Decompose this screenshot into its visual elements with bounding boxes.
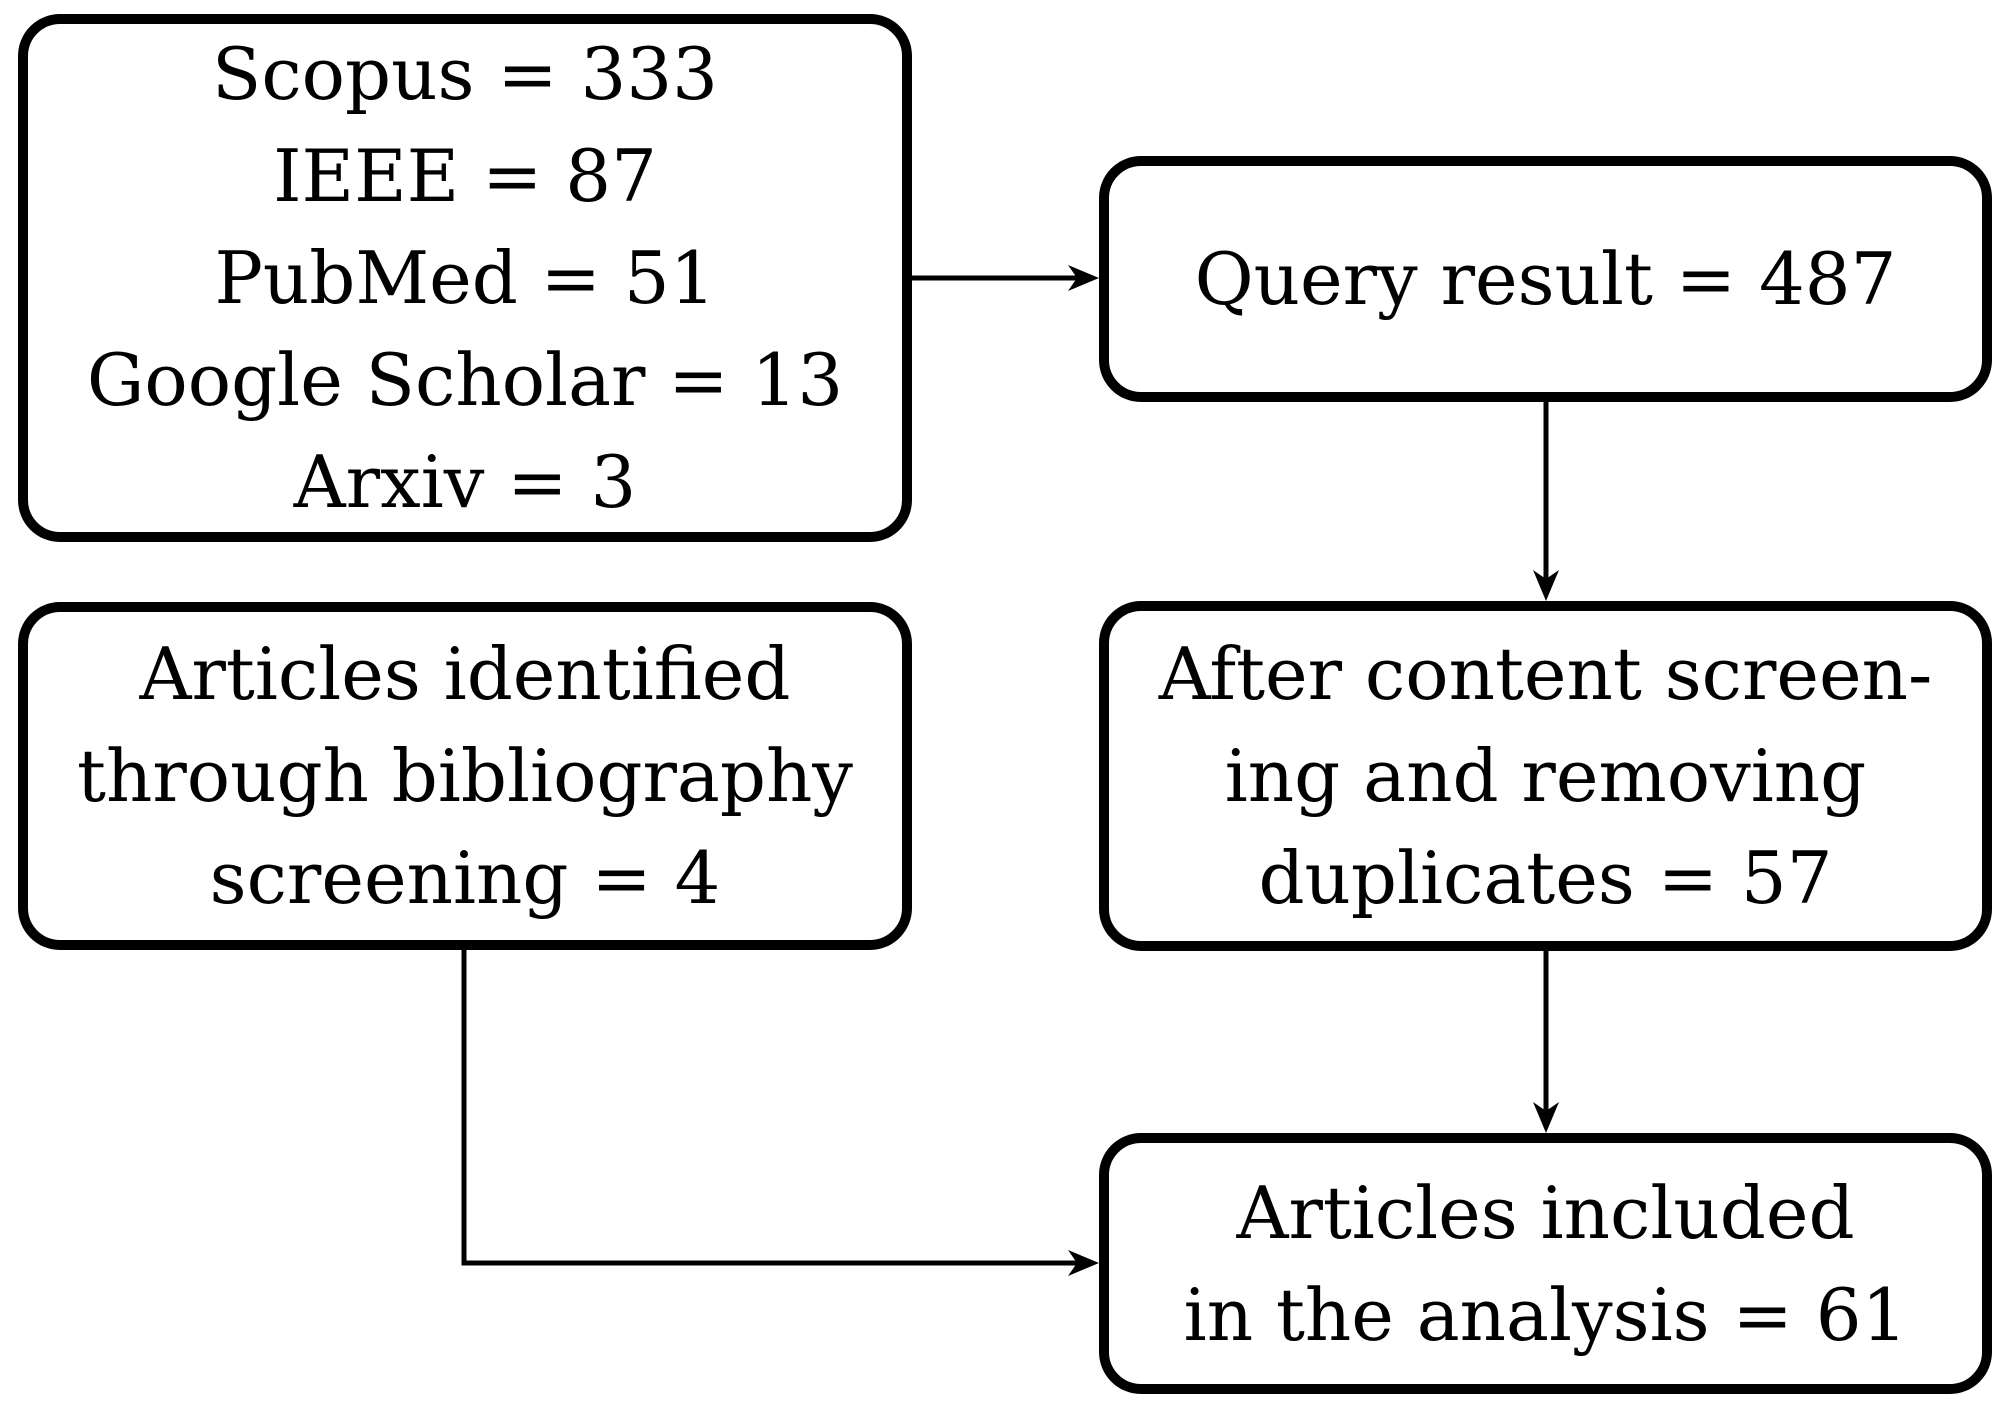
content-screening-line-3: duplicates = 57 [1258,836,1833,920]
arrowhead-into-included-left-icon [1068,1250,1099,1276]
content-screening-line-2: ing and removing [1224,734,1867,818]
source-line-arxiv: Arxiv = 3 [293,440,637,524]
connector-lines [461,275,1549,1266]
box-query-result: Query result = 487 [1099,156,1992,402]
source-line-google-scholar: Google Scholar = 13 [86,338,844,422]
arrow-bibliography-to-included-line [461,950,1078,1266]
included-line-1: Articles included [1236,1170,1855,1255]
arrowhead-into-included-top-icon [1533,1102,1559,1133]
arrowhead-into-query-icon [1068,265,1099,291]
source-line-pubmed: PubMed = 51 [214,236,716,320]
box-search-sources: Scopus = 333 IEEE = 87 PubMed = 51 Googl… [18,14,912,542]
box-content-screening: After content screen- ing and removing d… [1099,601,1992,951]
bibliography-line-1: Articles identified [139,632,791,716]
content-screening-line-1: After content screen- [1158,632,1933,716]
arrowhead-into-screening-icon [1533,570,1559,601]
included-line-2: in the analysis = 61 [1183,1272,1908,1357]
box-bibliography-screening: Articles identified through bibliography… [18,602,912,950]
box-articles-included: Articles included in the analysis = 61 [1099,1133,1992,1394]
bibliography-line-3: screening = 4 [209,836,721,920]
bibliography-line-2: through bibliography [77,734,853,818]
source-line-ieee: IEEE = 87 [273,134,657,218]
query-result-text: Query result = 487 [1194,237,1897,321]
arrowheads [1068,265,1559,1276]
source-line-scopus: Scopus = 333 [212,32,718,116]
